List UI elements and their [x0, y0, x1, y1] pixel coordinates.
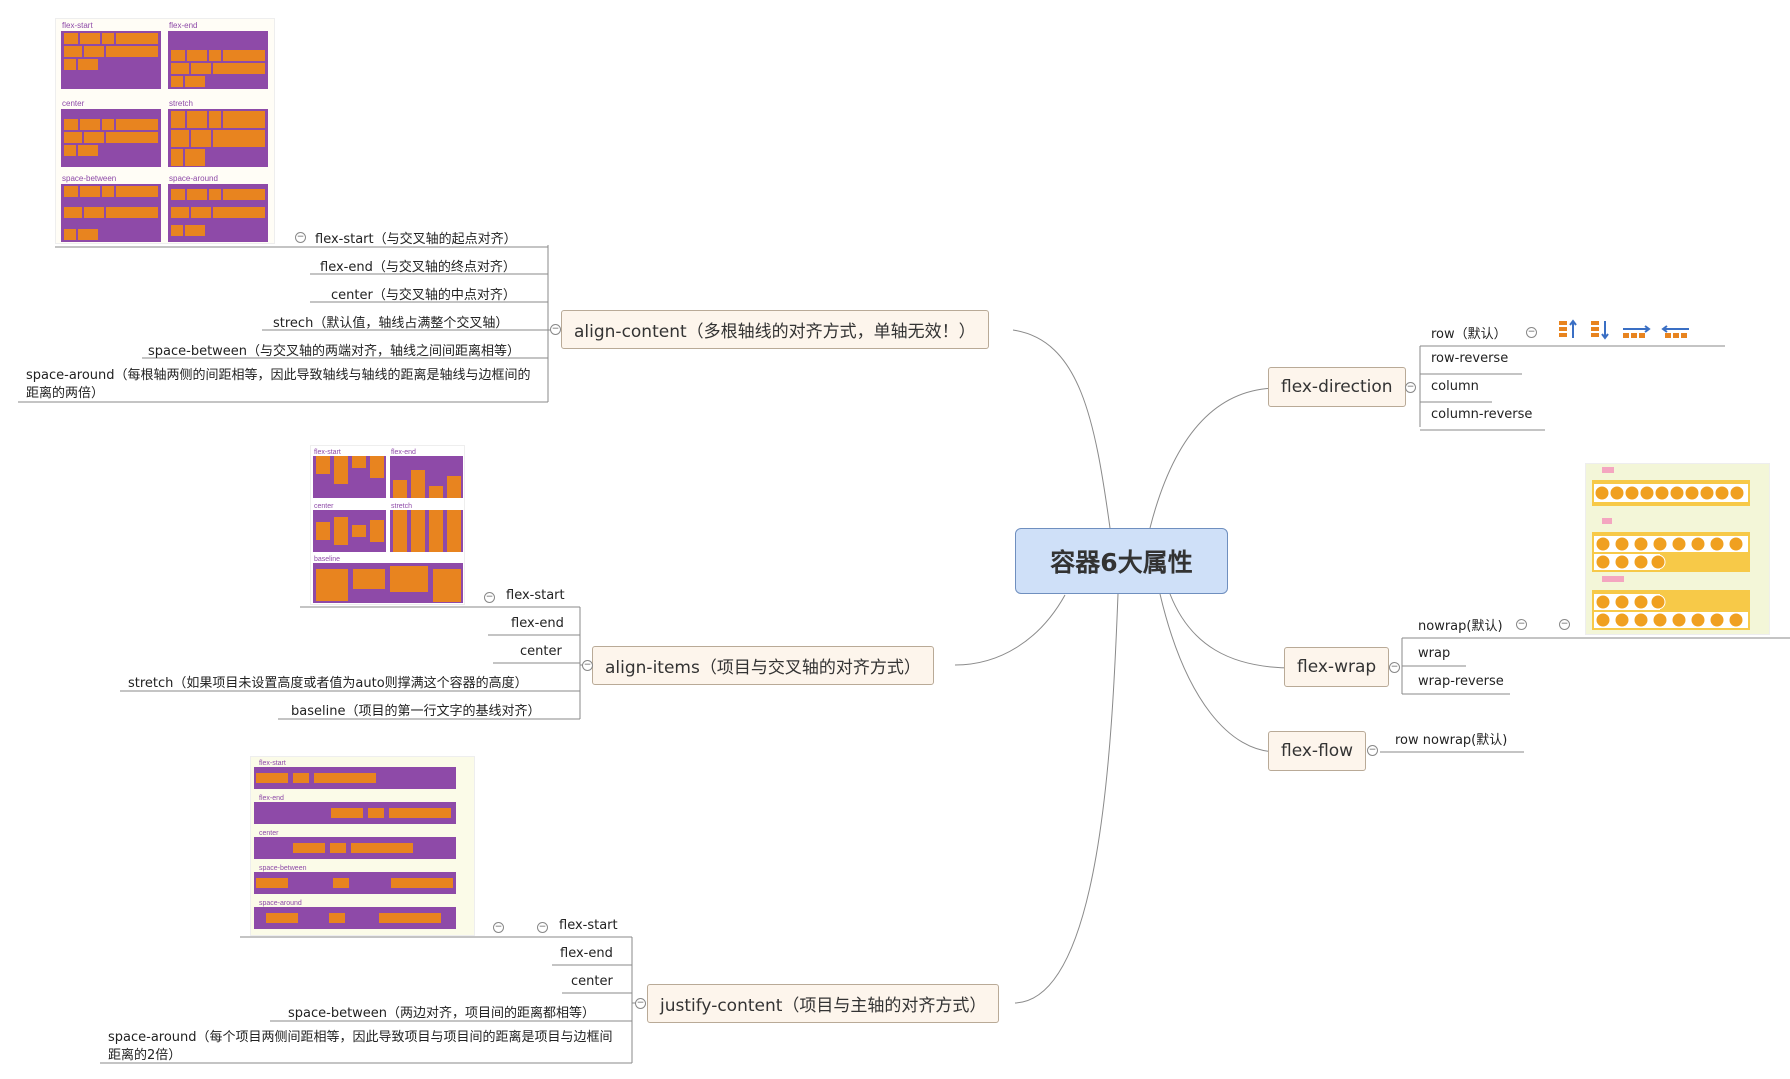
collapse-toggle-icon[interactable]: −: [537, 922, 548, 933]
image-label: center: [314, 503, 334, 510]
flex-wrap-item: wrap-reverse: [1418, 674, 1504, 689]
flex-wrap-item: nowrap(默认): [1418, 619, 1503, 634]
branch-flex-direction[interactable]: flex-direction: [1268, 367, 1406, 407]
collapse-toggle-icon[interactable]: −: [582, 660, 593, 671]
align-items-item: stretch（如果项目未设置高度或者值为auto则撑满这个容器的高度）: [128, 676, 528, 691]
branch-flex-wrap[interactable]: flex-wrap: [1284, 647, 1390, 687]
align-content-illustration: flex-start flex-end center stretch space…: [55, 18, 275, 244]
flex-direction-item: column: [1431, 379, 1479, 394]
justify-content-item: center: [571, 974, 613, 989]
align-content-item: strech（默认值，轴线占满整个交叉轴）: [273, 316, 509, 331]
branch-align-items[interactable]: align-items（项目与交叉轴的对齐方式）: [592, 646, 934, 685]
image-label: flex-start: [259, 760, 286, 767]
image-label: space-between: [259, 865, 307, 872]
align-items-item: flex-end: [511, 616, 564, 631]
collapse-toggle-icon[interactable]: −: [1367, 745, 1378, 756]
collapse-toggle-icon[interactable]: −: [550, 324, 561, 335]
collapse-toggle-icon[interactable]: −: [1516, 619, 1527, 630]
flex-flow-item: row nowrap(默认): [1395, 733, 1508, 748]
align-content-item: flex-end（与交叉轴的终点对齐）: [320, 260, 516, 275]
image-label: space-around: [259, 900, 302, 907]
central-topic[interactable]: 容器6大属性: [1015, 528, 1228, 594]
collapse-toggle-icon[interactable]: −: [1405, 382, 1416, 393]
align-content-item: space-between（与交叉轴的两端对齐，轴线之间间距离相等）: [148, 344, 521, 359]
image-label: space-around: [169, 174, 218, 183]
image-label: center: [62, 99, 85, 108]
justify-content-item: flex-end: [560, 946, 613, 961]
image-label: flex-end: [259, 795, 284, 802]
collapse-toggle-icon[interactable]: −: [1389, 662, 1400, 673]
image-label: baseline: [314, 556, 340, 563]
image-label: flex-start: [62, 21, 93, 30]
image-label: stretch: [391, 503, 412, 510]
align-items-item: baseline（项目的第一行文字的基线对齐）: [291, 704, 541, 719]
align-content-item: space-around（每根轴两侧的间距相等，因此导致轴线与轴线的距离是轴线与…: [26, 368, 531, 401]
collapse-toggle-icon[interactable]: −: [1559, 619, 1570, 630]
image-label: space-between: [62, 174, 116, 183]
align-content-item: center（与交叉轴的中点对齐）: [331, 288, 516, 303]
branch-align-content[interactable]: align-content（多根轴线的对齐方式，单轴无效！）: [561, 310, 989, 349]
align-content-item: flex-start（与交叉轴的起点对齐）: [315, 232, 517, 247]
flex-direction-item: column-reverse: [1431, 407, 1533, 422]
flex-wrap-item: wrap: [1418, 646, 1451, 661]
image-label: stretch: [169, 99, 193, 108]
flex-direction-item: row（默认）: [1431, 327, 1507, 342]
justify-content-item: space-between（两边对齐，项目间的距离都相等）: [288, 1006, 596, 1021]
collapse-toggle-icon[interactable]: −: [295, 232, 306, 243]
image-label: center: [259, 830, 279, 837]
justify-content-item: space-around（每个项目两侧间距相等，因此导致项目与项目间的距离是项目…: [108, 1030, 613, 1063]
branch-justify-content[interactable]: justify-content（项目与主轴的对齐方式）: [647, 984, 1000, 1023]
align-items-item: center: [520, 644, 562, 659]
image-label: flex-start: [314, 449, 341, 456]
flex-direction-item: row-reverse: [1431, 351, 1509, 366]
collapse-toggle-icon[interactable]: −: [484, 592, 495, 603]
flex-wrap-illustration: [1585, 463, 1770, 635]
image-label: flex-end: [169, 21, 197, 30]
collapse-toggle-icon[interactable]: −: [635, 998, 646, 1009]
image-label: flex-end: [391, 449, 416, 456]
align-items-item: flex-start: [506, 588, 565, 603]
align-items-illustration: flex-start flex-end center stretch basel…: [310, 445, 465, 605]
collapse-toggle-icon[interactable]: −: [1526, 327, 1537, 338]
flex-direction-icons: [1555, 318, 1705, 344]
collapse-toggle-icon[interactable]: −: [493, 922, 504, 933]
branch-flex-flow[interactable]: flex-flow: [1268, 731, 1367, 771]
justify-content-item: flex-start: [559, 918, 618, 933]
justify-content-illustration: flex-start flex-end center space-between…: [250, 756, 475, 936]
